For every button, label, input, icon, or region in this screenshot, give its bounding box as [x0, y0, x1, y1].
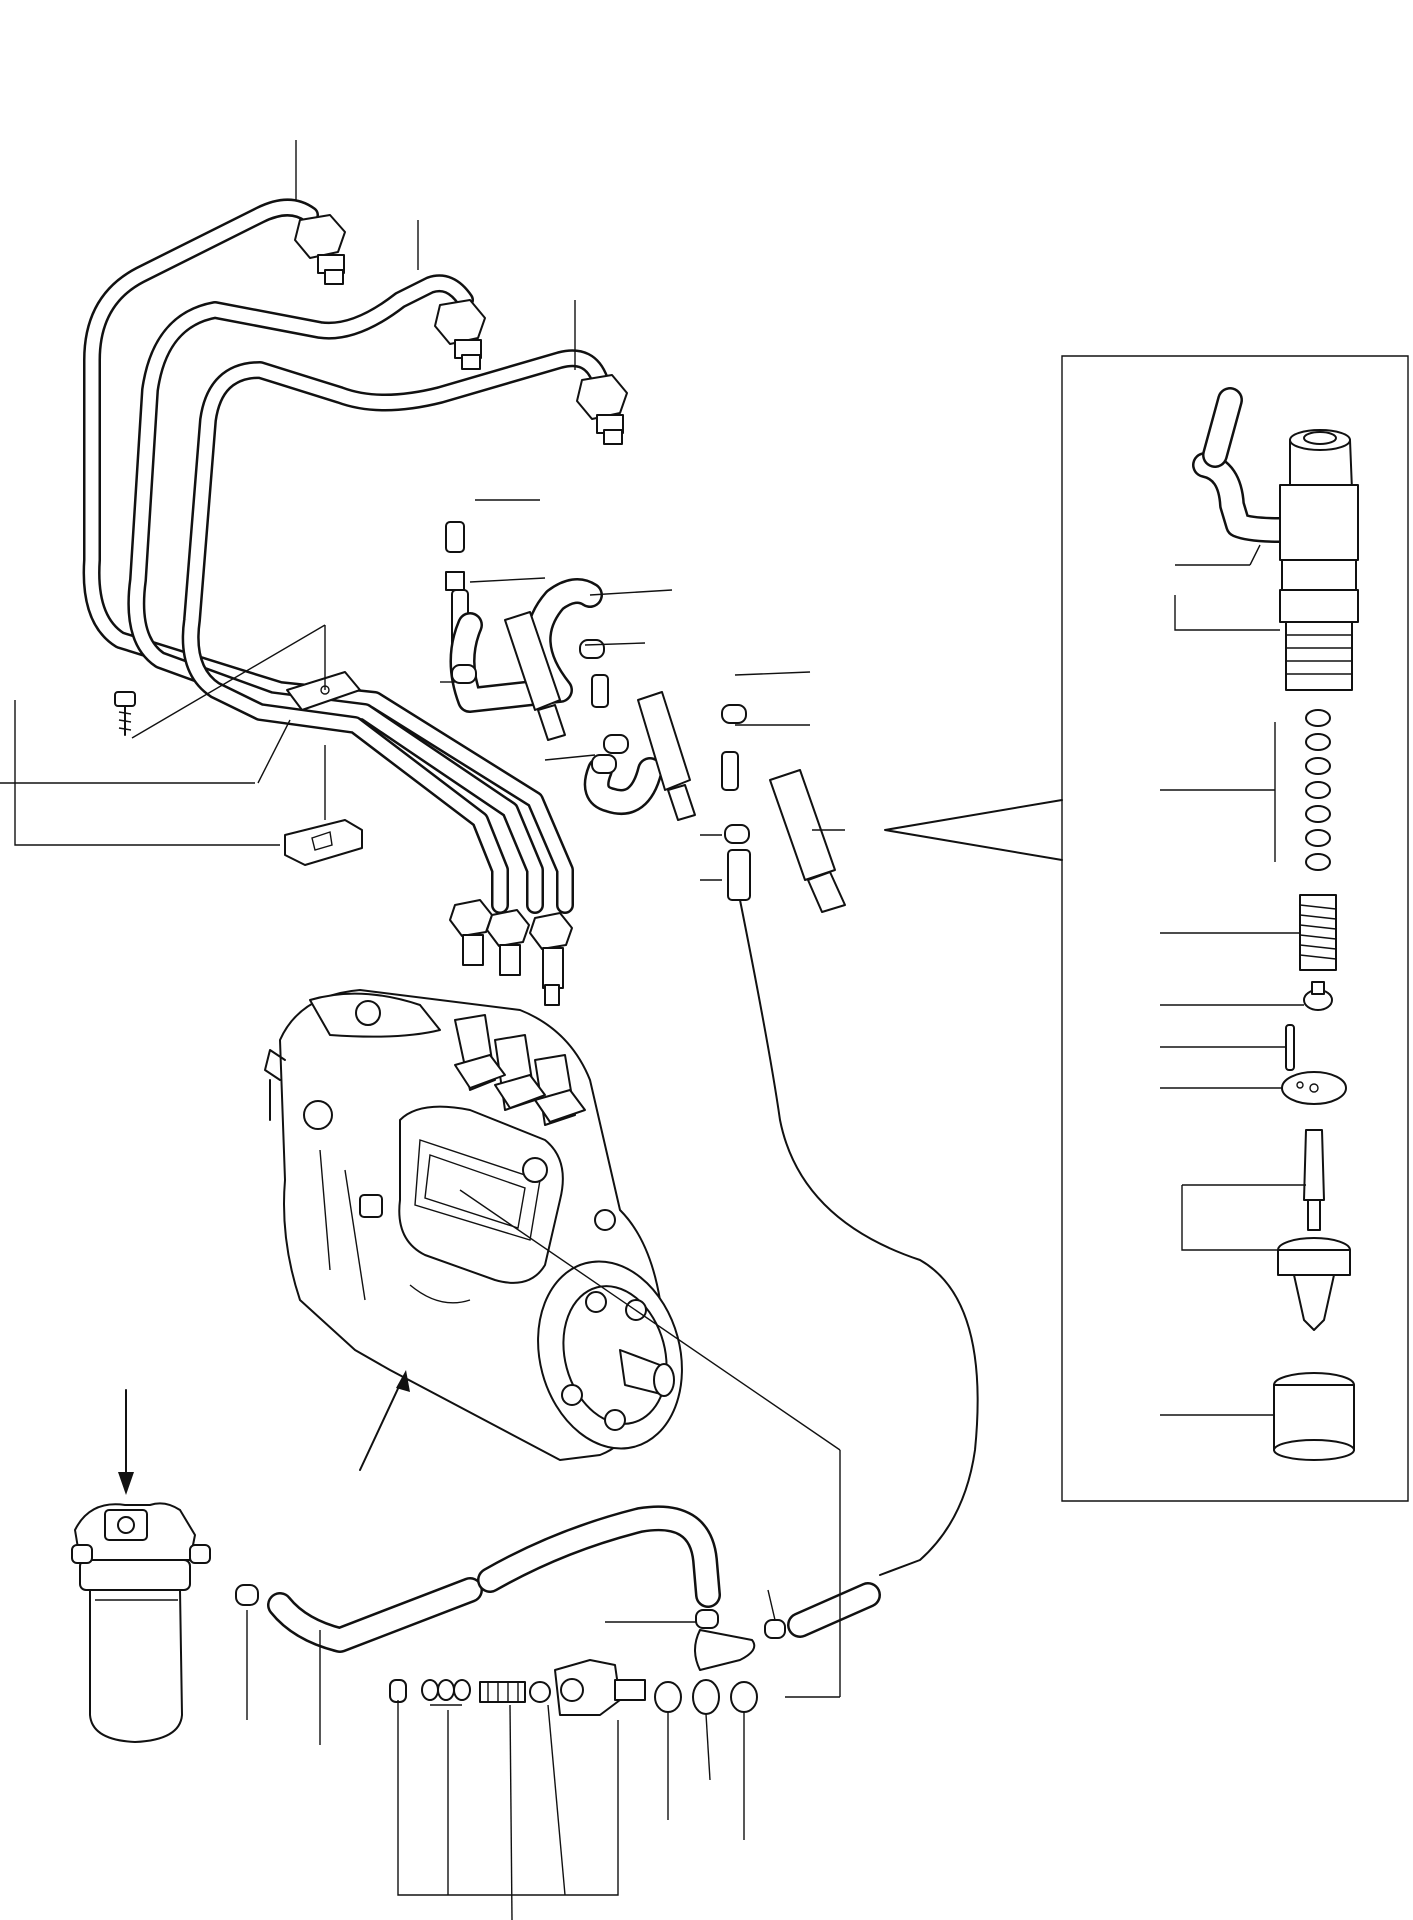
clamp-bolt: [115, 692, 135, 735]
pipe-nut-pump-set: [450, 900, 572, 1005]
fuel-feed-hoses: [236, 1518, 868, 1670]
pipe-nut-injector-2: [435, 300, 485, 369]
detail-view-frame: [885, 356, 1408, 1501]
injector-group: [446, 522, 978, 1575]
injection-pipe-set: [92, 208, 600, 906]
fuel-filter: [72, 1390, 210, 1742]
callout-leaders: [0, 140, 1306, 1920]
pipe-nut-injector-1: [295, 215, 345, 284]
injection-pump: [265, 990, 702, 1470]
pipe-nut-injector-3: [577, 375, 627, 444]
overflow-valve-parts: [390, 1660, 757, 1715]
injector-detail: [1205, 400, 1358, 1460]
